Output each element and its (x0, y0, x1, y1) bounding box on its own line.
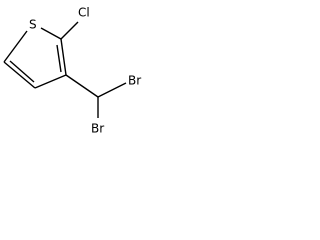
bond-c4-c5-inner (9, 60, 35, 83)
bond-c2-c3 (60, 38, 67, 76)
bromine-upper-label: Br (128, 74, 141, 88)
bond-c2-c3-inner (56, 44, 62, 73)
bromine-lower-label: Br (91, 122, 104, 136)
bond-ch-br-upper (97, 82, 127, 98)
bond-c3-c4 (34, 74, 67, 89)
sulfur-label: S (29, 18, 37, 32)
chlorine-label: Cl (78, 6, 90, 20)
bond-c4-c5 (3, 61, 36, 89)
bond-c5-s (3, 30, 28, 63)
structure-diagram: S Cl Br Br (3, 6, 141, 136)
bond-c2-cl (60, 21, 79, 40)
bond-c3-ch (65, 74, 99, 98)
bond-s-c2 (40, 27, 62, 40)
